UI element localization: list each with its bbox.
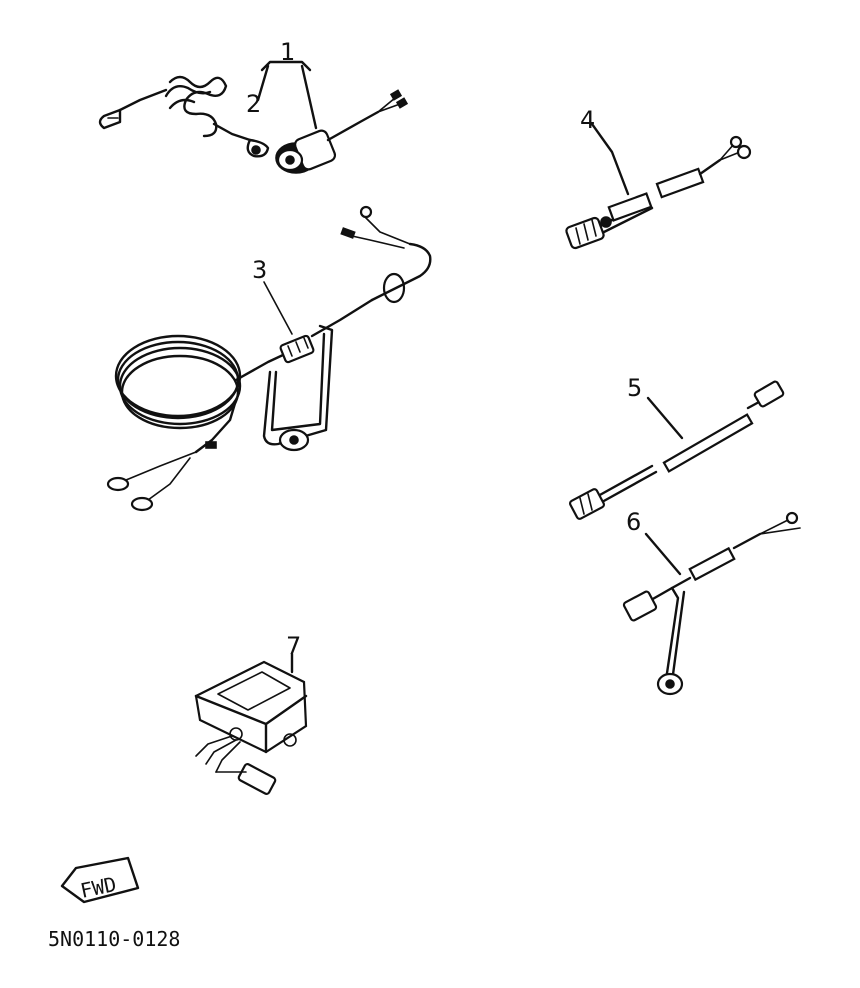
callout-7: 7: [286, 632, 301, 660]
drawing-code: 5N0110-0128: [48, 927, 180, 951]
leader-3: [263, 281, 293, 335]
callout-2: 2: [246, 90, 261, 118]
callout-3: 3: [252, 256, 267, 284]
callout-6: 6: [626, 508, 641, 536]
fwd-label: FWD: [78, 872, 118, 903]
part-5-cable: [569, 380, 785, 520]
part-1-switch-assembly: [256, 60, 409, 174]
callout-5: 5: [627, 374, 642, 402]
callout-4: 4: [580, 106, 595, 134]
part-4-cable: [565, 122, 752, 250]
fwd-arrow: FWD: [60, 856, 140, 904]
part-7-control-unit: [194, 652, 308, 795]
part-3-harness: [106, 205, 432, 512]
part-6-cable: [622, 511, 801, 696]
part-2-lanyard: [98, 75, 270, 158]
callout-1: 1: [280, 38, 295, 66]
